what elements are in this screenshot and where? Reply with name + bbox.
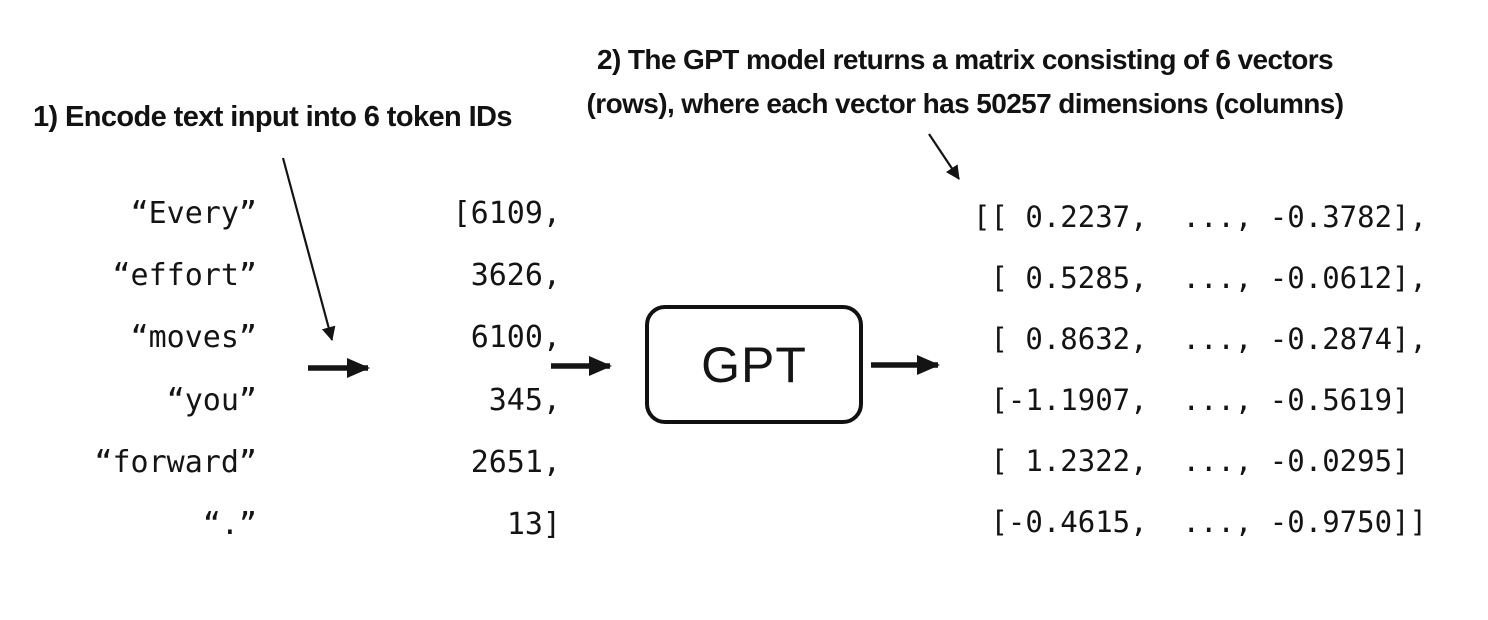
token-text: “Every” bbox=[130, 195, 257, 231]
step1-annotation: 1) Encode text input into 6 token IDs bbox=[33, 101, 513, 133]
step2-annotation-line2: (rows), where each vector has 50257 dime… bbox=[586, 88, 1345, 119]
step2-annotation-line1: 2) The GPT model returns a matrix consis… bbox=[597, 44, 1334, 75]
token-id: 2651, bbox=[470, 444, 561, 480]
output-matrix-row: [ 0.5285, ..., -0.0612], bbox=[973, 260, 1427, 295]
step2-pointer-arrow-icon bbox=[928, 133, 960, 180]
gpt-model-label: GPT bbox=[701, 336, 807, 393]
output-matrix-row: [ 0.8632, ..., -0.2874], bbox=[973, 321, 1427, 356]
token-text: “moves” bbox=[130, 320, 257, 356]
step1-pointer-arrow-icon bbox=[281, 157, 336, 341]
token-text-column: “Every” “effort” “moves” “you” “forward”… bbox=[30, 182, 257, 556]
output-matrix-column: [[ 0.2237, ..., -0.3782], [ 0.5285, ...,… bbox=[973, 186, 1427, 552]
output-matrix-row: [ 1.2322, ..., -0.0295] bbox=[973, 443, 1410, 478]
output-matrix-row: [[ 0.2237, ..., -0.3782], bbox=[973, 199, 1427, 234]
token-text: “effort” bbox=[112, 257, 258, 293]
token-id: 3626, bbox=[470, 257, 561, 293]
token-text: “you” bbox=[166, 382, 257, 418]
token-id: 13] bbox=[506, 507, 561, 543]
token-id: 6100, bbox=[470, 320, 561, 356]
gpt-model-box: GPT bbox=[645, 305, 863, 424]
token-id-column: [6109, 3626, 6100, 345, 2651, 13] bbox=[400, 182, 561, 556]
output-matrix-row: [-0.4615, ..., -0.9750]] bbox=[973, 504, 1427, 539]
output-matrix-row: [-1.1907, ..., -0.5619] bbox=[973, 382, 1410, 417]
token-text: “.” bbox=[202, 507, 257, 543]
token-text: “forward” bbox=[94, 444, 257, 480]
token-id: 345, bbox=[488, 382, 561, 418]
token-id: [6109, bbox=[452, 195, 561, 231]
step2-annotation: 2) The GPT model returns a matrix consis… bbox=[575, 38, 1355, 126]
